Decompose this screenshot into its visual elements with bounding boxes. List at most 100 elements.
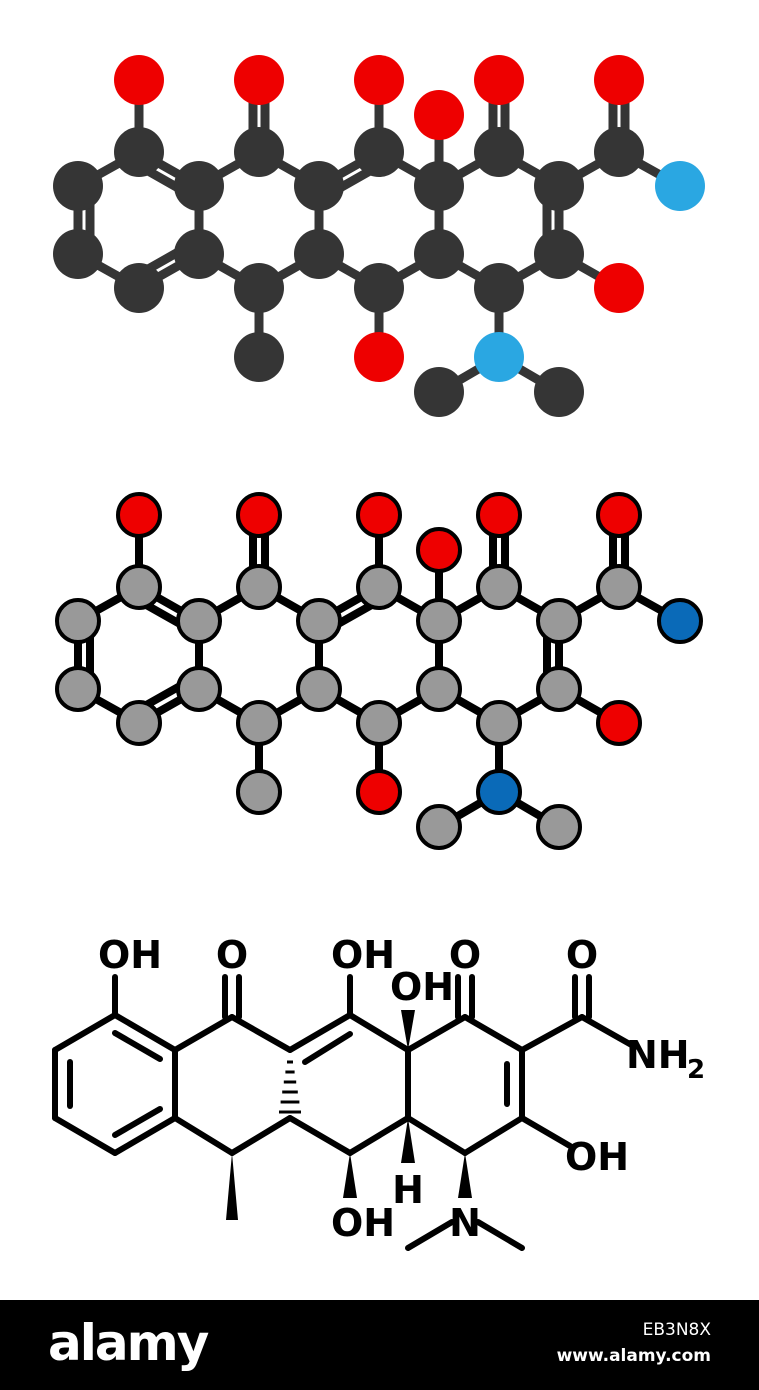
atom-c4 — [174, 229, 224, 279]
atom-c1 — [53, 161, 103, 211]
atom-c14 — [354, 263, 404, 313]
atom-c13 — [414, 229, 464, 279]
skeletal-bond-37 — [475, 1219, 525, 1251]
atom-c2 — [53, 229, 103, 279]
atom-me1 — [234, 332, 284, 382]
atom-c10 — [234, 263, 284, 313]
label-oh-3: OH — [331, 933, 395, 977]
skeletal-bond-5 — [52, 1012, 118, 1053]
skeletal-bond-14 — [302, 1031, 353, 1065]
atom-c18 — [474, 263, 524, 313]
atom-c3 — [116, 700, 162, 746]
atom-o3 — [356, 492, 402, 538]
wedge-bond-1 — [343, 1153, 357, 1198]
atom-c13 — [416, 666, 462, 712]
skeletal-bond-22 — [462, 1115, 525, 1156]
atom-c15 — [474, 127, 524, 177]
bond-c8-c11-second — [333, 600, 377, 629]
skeletal-bond-15 — [347, 1012, 411, 1053]
site-url: www.alamy.com — [556, 1346, 711, 1366]
wedge-bond-4 — [401, 1010, 415, 1050]
skeletal-bond-25 — [519, 1014, 585, 1053]
atom-c12 — [414, 161, 464, 211]
skeletal-bond-2 — [112, 1115, 178, 1156]
atom-n2 — [476, 769, 522, 815]
skeletal-bond-13 — [287, 1012, 353, 1053]
atom-me3 — [536, 804, 582, 850]
atom-c12 — [416, 598, 462, 644]
skeletal-bond-27 — [519, 1115, 573, 1149]
atom-o8 — [356, 769, 402, 815]
label-oh-1: OH — [98, 933, 162, 977]
atom-o5 — [476, 492, 522, 538]
atom-o4 — [414, 90, 464, 140]
atom-c5 — [174, 161, 224, 211]
wedge-bond-0 — [226, 1153, 238, 1220]
atom-c16 — [536, 598, 582, 644]
skeletal-bond-20 — [462, 1014, 525, 1053]
atom-c9 — [296, 666, 342, 712]
atom-o6 — [596, 492, 642, 538]
atom-c11 — [356, 564, 402, 610]
label-subscript-2: 2 — [687, 1055, 705, 1085]
label-oh-8: OH — [565, 1135, 629, 1179]
label-o-5: O — [566, 933, 598, 977]
label-o-2: O — [216, 933, 248, 977]
image-id: EB3N8X — [642, 1320, 711, 1340]
atom-o6 — [594, 55, 644, 105]
atom-o2 — [234, 55, 284, 105]
atom-o2 — [236, 492, 282, 538]
skeletal-bond-10 — [229, 1014, 293, 1053]
wedge-bond-3 — [458, 1153, 472, 1198]
atom-c15 — [476, 564, 522, 610]
skeletal-bond-12 — [229, 1115, 293, 1156]
atom-o4 — [416, 527, 462, 573]
atom-c19 — [594, 127, 644, 177]
brand-logo: alamy — [48, 1314, 209, 1372]
atom-c8 — [294, 161, 344, 211]
label-nh-7: NH — [626, 1033, 690, 1077]
skeletal-bond-16 — [287, 1115, 353, 1156]
skeletal-bond-36 — [405, 1219, 455, 1251]
atom-c5 — [176, 598, 222, 644]
atom-me1 — [236, 769, 282, 815]
skeletal-bond-11 — [172, 1115, 235, 1156]
atom-c9 — [294, 229, 344, 279]
atom-c6 — [116, 564, 162, 610]
atom-c7 — [234, 127, 284, 177]
atom-c17 — [534, 229, 584, 279]
skeletal-bond-8 — [112, 1030, 163, 1062]
atom-me3 — [534, 367, 584, 417]
stock-footer-bar: alamy EB3N8X www.alamy.com — [0, 1300, 759, 1390]
atom-c4 — [176, 666, 222, 712]
atom-o5 — [474, 55, 524, 105]
skeletal-bond-9 — [172, 1014, 235, 1053]
atom-c6 — [114, 127, 164, 177]
atom-n1 — [657, 598, 703, 644]
atom-o1 — [116, 492, 162, 538]
atom-c19 — [596, 564, 642, 610]
atom-c17 — [536, 666, 582, 712]
atom-c10 — [236, 700, 282, 746]
atom-o7 — [596, 700, 642, 746]
skeletal-bond-23 — [405, 1115, 468, 1156]
atom-o1 — [114, 55, 164, 105]
atom-c11 — [354, 127, 404, 177]
atom-c14 — [356, 700, 402, 746]
atom-c7 — [236, 564, 282, 610]
atom-c16 — [534, 161, 584, 211]
skeletal-bond-19 — [405, 1014, 468, 1053]
skeletal-bond-17 — [347, 1115, 411, 1156]
skeletal-bond-4 — [112, 1012, 178, 1053]
skeletal-bond-1 — [52, 1115, 118, 1156]
minocycline-structure-illustration: OH O OH O O OH NH 2 OH H OH N — [52, 55, 706, 1251]
atom-o3 — [354, 55, 404, 105]
atom-o8 — [354, 332, 404, 382]
atom-me2 — [414, 367, 464, 417]
atom-c1 — [55, 598, 101, 644]
label-h-9: H — [392, 1168, 424, 1212]
skeletal-bond-26 — [579, 1014, 638, 1050]
atom-me2 — [416, 804, 462, 850]
atom-c3 — [114, 263, 164, 313]
atom-c18 — [476, 700, 522, 746]
